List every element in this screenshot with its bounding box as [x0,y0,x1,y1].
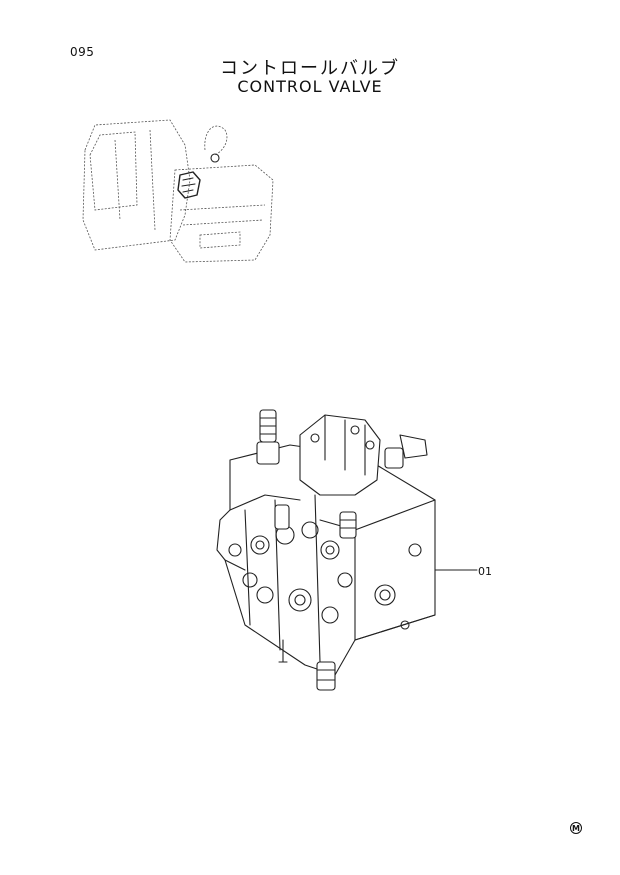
page-title-japanese: コントロールバルブ [220,58,400,79]
callout-label-01: 01 [478,565,492,578]
callout-leader-line [435,569,478,571]
excavator-location-illustration-icon [82,119,274,263]
page-number: 095 [70,45,95,59]
control-valve-illustration-icon [216,409,436,691]
m-mark-icon: M [570,822,582,834]
page-title-english: CONTROL VALVE [237,77,383,96]
